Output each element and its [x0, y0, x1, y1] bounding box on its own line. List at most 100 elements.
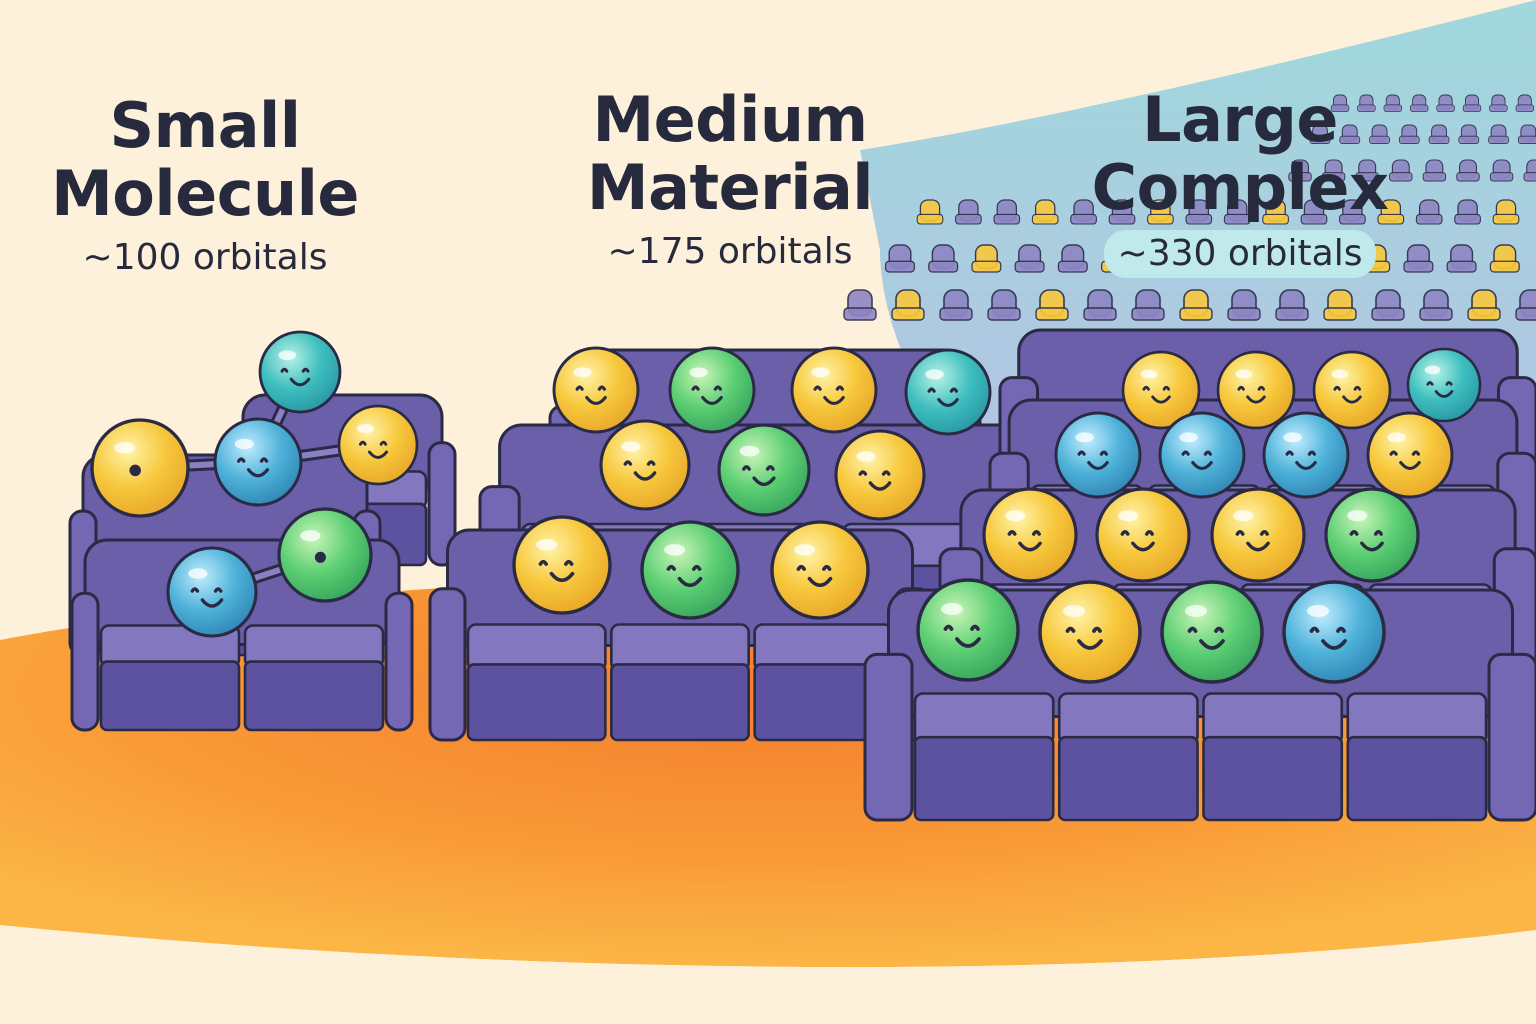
empty-seat-icon	[1523, 159, 1536, 182]
empty-seat-icon	[884, 244, 916, 273]
empty-seat-icon	[1371, 289, 1405, 321]
empty-seat-icon	[1131, 289, 1165, 321]
electron-face-icon	[640, 520, 740, 620]
empty-seat-icon	[939, 289, 973, 321]
empty-seat-icon	[1446, 244, 1477, 273]
empty-seat-icon	[1185, 199, 1213, 225]
empty-seat-icon	[971, 244, 1002, 273]
empty-seat-icon	[1383, 94, 1402, 112]
empty-seat-icon	[1031, 199, 1059, 225]
empty-seat-icon	[1462, 94, 1482, 112]
electron-face-icon	[1282, 580, 1386, 684]
label-large-complex: Large Complex ~330 orbitals	[1070, 86, 1410, 278]
empty-seat-icon	[1108, 199, 1136, 225]
title-medium-line2: Material	[586, 151, 874, 224]
empty-seat-icon	[1436, 94, 1455, 112]
label-small-molecule: Small Molecule ~100 orbitals	[40, 92, 370, 280]
empty-seat-icon	[1147, 199, 1174, 225]
electron-face-icon	[552, 346, 640, 434]
electron-face-icon	[90, 418, 190, 518]
empty-seat-icon	[1458, 124, 1480, 145]
electron-face-icon	[1216, 350, 1296, 430]
empty-seat-icon	[1515, 289, 1536, 321]
empty-seat-icon	[1300, 199, 1328, 225]
empty-seat-icon	[891, 289, 925, 321]
empty-seat-icon	[1489, 94, 1508, 112]
electron-face-icon	[982, 487, 1078, 583]
electron-face-icon	[1038, 580, 1142, 684]
electron-face-icon	[790, 346, 878, 434]
empty-seat-icon	[1339, 199, 1366, 225]
empty-seat-icon	[1428, 124, 1450, 145]
empty-seat-icon	[1014, 244, 1045, 273]
electron-face-icon	[337, 404, 419, 486]
electron-face-icon	[717, 423, 811, 517]
empty-seat-icon	[1456, 159, 1480, 182]
title-medium-line1: Medium	[592, 83, 868, 156]
electron-face-icon	[1366, 411, 1454, 499]
electron-face-icon	[1095, 487, 1191, 583]
electron-face-icon	[1262, 411, 1350, 499]
electron-face-icon	[904, 348, 992, 436]
electron-face-icon	[258, 330, 342, 414]
electron-face-icon	[1160, 580, 1264, 684]
empty-seat-icon	[955, 199, 982, 225]
empty-seat-icon	[1070, 199, 1097, 225]
electron-face-icon	[1158, 411, 1246, 499]
electron-face-icon	[599, 419, 691, 511]
empty-seat-icon	[1321, 159, 1346, 182]
title-large-line2: Complex	[1091, 151, 1389, 224]
empty-seat-icon	[1492, 199, 1520, 225]
empty-seat-icon	[1489, 159, 1514, 182]
electron-face-icon	[1324, 487, 1420, 583]
empty-seat-icon	[916, 199, 944, 225]
empty-seat-icon	[1403, 244, 1434, 273]
title-small-line2: Molecule	[51, 157, 359, 230]
electron-face-icon	[916, 578, 1020, 682]
electron-face-icon	[770, 520, 870, 620]
foreground-floor	[0, 925, 1536, 1024]
empty-seat-icon	[1488, 124, 1509, 145]
empty-seat-icon	[1227, 289, 1261, 321]
empty-seat-icon	[1323, 289, 1357, 321]
empty-seat-icon	[1355, 159, 1379, 182]
empty-seat-icon	[1223, 199, 1251, 225]
empty-seat-icon	[1262, 199, 1289, 225]
subtitle-medium-orbitals: ~175 orbitals	[607, 231, 853, 272]
empty-seat-icon	[1377, 199, 1405, 225]
empty-seat-icon	[1309, 124, 1331, 145]
electron-face-icon	[1121, 350, 1201, 430]
electron-face-icon	[277, 507, 373, 603]
empty-seat-icon	[1288, 159, 1312, 182]
title-large-line1: Large	[1142, 83, 1338, 156]
empty-seat-icon	[1415, 199, 1443, 225]
empty-seat-icon	[843, 289, 877, 321]
empty-seat-icon	[1398, 124, 1420, 145]
electron-face-icon	[668, 346, 756, 434]
electron-face-icon	[166, 546, 258, 638]
empty-seat-icon	[1517, 124, 1536, 145]
electron-face-icon	[834, 429, 926, 521]
electron-face-icon	[1406, 347, 1482, 423]
subtitle-large-orbitals: ~330 orbitals	[1103, 230, 1377, 278]
empty-seat-icon	[993, 199, 1021, 225]
empty-seat-icon	[1035, 289, 1069, 321]
large-complex-group	[863, 328, 1536, 822]
electron-face-icon	[213, 417, 303, 507]
empty-seat-icon	[1357, 94, 1376, 112]
empty-seat-icon	[1422, 159, 1447, 182]
empty-seat-icon	[1330, 94, 1350, 112]
empty-seat-icon	[1467, 289, 1501, 321]
empty-seat-icon	[1057, 244, 1088, 273]
empty-seat-icon	[1339, 124, 1361, 145]
empty-seat-icon	[1179, 289, 1213, 321]
empty-seat-icon	[1489, 244, 1520, 273]
empty-seat-icon	[1389, 159, 1413, 182]
electron-face-icon	[512, 515, 612, 615]
empty-seat-icon	[928, 244, 959, 273]
medium-material-group	[428, 346, 1042, 742]
empty-seat-icon	[987, 289, 1021, 321]
empty-seat-icon	[1419, 289, 1453, 321]
electron-face-icon	[1054, 411, 1142, 499]
